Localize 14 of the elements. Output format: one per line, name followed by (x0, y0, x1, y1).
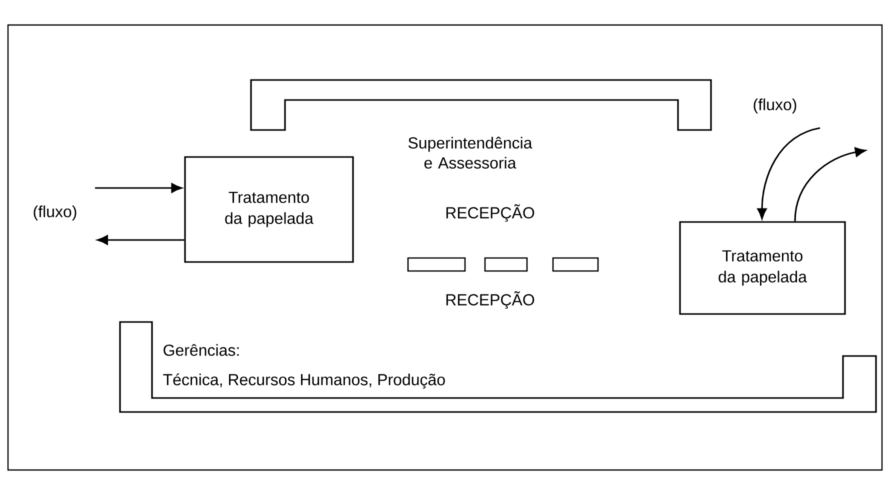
label: (fluxo) (34, 206, 76, 220)
arrow (794, 147, 866, 222)
label: RECEPÇÃO (446, 291, 534, 309)
small-box (552, 257, 599, 272)
arrow (757, 127, 820, 220)
node-label: Superintendência e Assessoria (408, 136, 532, 169)
arrow (95, 183, 182, 193)
process-box: Tratamento da papelada (184, 156, 354, 263)
small-box (407, 257, 466, 272)
process-box: Tratamento da papelada (679, 221, 846, 315)
arrow (97, 235, 184, 245)
label: RECEPÇÃO (446, 204, 534, 222)
label: (fluxo) (754, 98, 796, 114)
small-box (484, 257, 528, 272)
